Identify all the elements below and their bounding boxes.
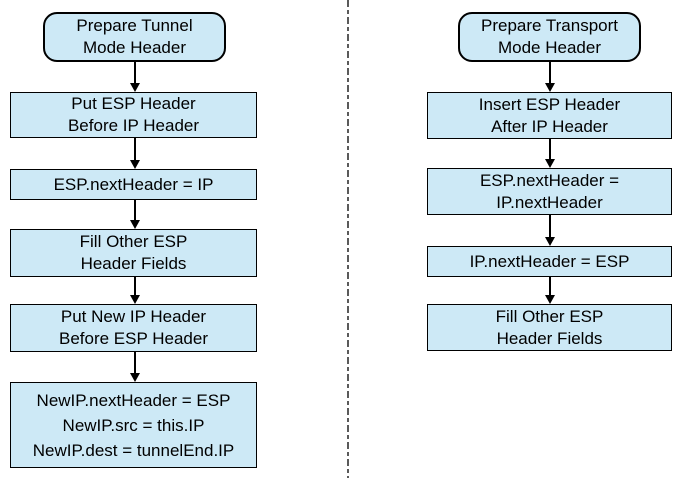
tunnel-step-newip-assignments: NewIP.nextHeader = ESP NewIP.src = this.… — [10, 382, 257, 468]
arrow-head-icon — [129, 295, 140, 304]
arrow-head-icon — [129, 220, 140, 229]
arrow-shaft — [548, 139, 551, 162]
tunnel-start-node: Prepare Tunnel Mode Header — [43, 12, 226, 62]
arrow-down — [544, 139, 555, 168]
node-text-line: Header Fields — [80, 254, 187, 273]
tunnel-step-put-new-ip-header: Put New IP Header Before ESP Header — [10, 304, 257, 352]
arrow-down — [544, 62, 555, 92]
node-text-line: IP.nextHeader = ESP — [469, 251, 630, 271]
node-text-line: ESP.nextHeader = IP — [53, 174, 214, 194]
node-text-line: Mode Header — [497, 38, 601, 57]
tunnel-step-put-esp-header: Put ESP Header Before IP Header — [10, 92, 257, 138]
node-text-line: ESP.nextHeader = — [479, 170, 620, 190]
arrow-shaft — [133, 138, 136, 163]
arrow-shaft — [133, 62, 136, 86]
arrow-down — [129, 200, 140, 229]
transport-step-insert-esp-header: Insert ESP Header After IP Header — [427, 92, 672, 139]
arrow-shaft — [548, 62, 551, 86]
node-text-line: Put ESP Header — [71, 94, 196, 113]
transport-step-ip-nextheader: IP.nextHeader = ESP — [427, 246, 672, 277]
arrow-down — [129, 138, 140, 169]
arrow-head-icon — [129, 160, 140, 169]
node-text-line: Prepare Transport — [480, 16, 618, 35]
node-text-line: NewIP.nextHeader = ESP — [36, 390, 231, 410]
node-text-line: Before IP Header — [67, 116, 200, 135]
arrow-shaft — [133, 277, 136, 298]
arrow-head-icon — [544, 237, 555, 246]
node-text-line: Prepare Tunnel — [76, 16, 193, 35]
node-text-line: Before ESP Header — [59, 329, 208, 348]
arrow-down — [129, 352, 140, 382]
arrow-head-icon — [544, 159, 555, 168]
tunnel-step-esp-nextheader: ESP.nextHeader = IP — [10, 169, 257, 200]
node-text-line: Mode Header — [82, 38, 186, 57]
arrow-head-icon — [129, 83, 140, 92]
transport-step-esp-nextheader: ESP.nextHeader = IP.nextHeader — [427, 168, 672, 215]
node-text-line: After IP Header — [491, 116, 608, 136]
arrow-shaft — [548, 277, 551, 298]
arrow-head-icon — [544, 295, 555, 304]
node-text-line: IP.nextHeader — [496, 192, 603, 212]
arrow-down — [129, 277, 140, 304]
arrow-down — [129, 62, 140, 92]
node-text-line: Fill Other ESP — [495, 306, 604, 326]
arrow-shaft — [548, 215, 551, 240]
node-text-line: Fill Other ESP — [79, 232, 188, 251]
node-text-line: Put New IP Header — [60, 307, 207, 326]
transport-step-fill-other-fields: Fill Other ESP Header Fields — [427, 304, 672, 351]
arrow-down — [544, 277, 555, 304]
flow-divider-dashed-line — [347, 0, 349, 478]
node-text-line: Header Fields — [496, 328, 603, 348]
arrow-shaft — [133, 352, 136, 376]
arrow-shaft — [133, 200, 136, 223]
tunnel-step-fill-other-fields: Fill Other ESP Header Fields — [10, 229, 257, 277]
arrow-down — [544, 215, 555, 246]
node-text-line: NewIP.dest = tunnelEnd.IP — [32, 440, 235, 460]
transport-start-node: Prepare Transport Mode Header — [458, 12, 641, 62]
node-text-line: Insert ESP Header — [478, 94, 621, 114]
arrow-head-icon — [544, 83, 555, 92]
arrow-head-icon — [129, 373, 140, 382]
node-text-line: NewIP.src = this.IP — [62, 415, 205, 435]
